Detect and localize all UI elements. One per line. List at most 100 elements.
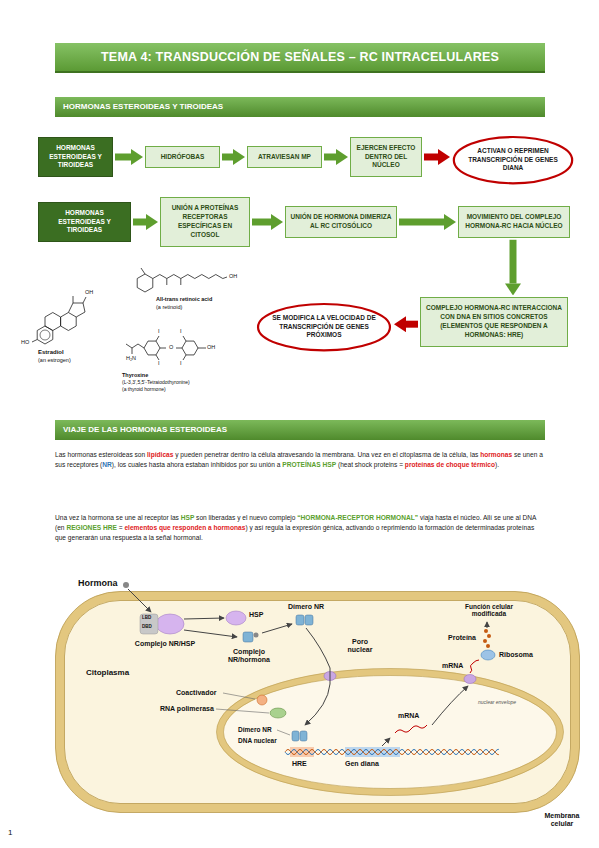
paragraph-text: Una vez la hormona se une al receptor la… xyxy=(55,514,181,521)
page-title: TEMA 4: TRANSDUCCIÓN DE SEÑALES – RC INT… xyxy=(101,50,499,64)
mrna-strand xyxy=(395,725,427,733)
flow-arrow xyxy=(115,153,131,160)
box-text: EJERCEN EFECTO DENTRO DEL NÚCLEO xyxy=(355,144,417,170)
cell-membrane xyxy=(60,596,575,808)
figure-label: DNA nuclear xyxy=(238,737,277,744)
paragraph-text: lipídicas xyxy=(147,451,173,458)
nr-hsp-complex xyxy=(156,614,184,634)
nr-dimer xyxy=(305,615,313,625)
nucleus xyxy=(220,672,560,792)
topic-box: HORMONAS ESTEROIDEAS Y TIROIDEAS xyxy=(38,202,131,242)
process-box: EJERCEN EFECTO DENTRO DEL NÚCLEO xyxy=(350,137,422,177)
hormone-dot xyxy=(254,633,259,638)
box-text: HORMONAS ESTEROIDEAS Y TIROIDEAS xyxy=(43,144,108,170)
molecule-label: HO xyxy=(21,339,29,345)
bond-line xyxy=(156,336,159,341)
flow-arrow xyxy=(382,738,390,746)
molecule-label: (a thyroid hormone) xyxy=(122,387,166,393)
flow-arrow xyxy=(305,628,330,725)
figure-label: Función celular modificada xyxy=(453,603,525,618)
bond-line xyxy=(137,274,153,292)
flow-arrow xyxy=(128,589,151,612)
figure-label: Complejo NR/hormona xyxy=(216,648,282,664)
box-text: HORMONAS ESTEROIDEAS Y TIROIDEAS xyxy=(43,209,126,235)
figure-label: DBD xyxy=(142,624,152,629)
molecule-label: OH xyxy=(85,289,93,295)
bond-line xyxy=(45,313,61,331)
bond-line xyxy=(132,348,133,354)
figure-label: LBD xyxy=(142,615,151,620)
process-box: UNIÓN DE HORMONA DIMERIZA AL RC CITOSÓLI… xyxy=(285,206,397,238)
figure-label: Complejo NR/HSP xyxy=(132,640,198,648)
nuclear-envelope xyxy=(217,669,564,796)
figure-label: HRE xyxy=(292,760,307,768)
paragraph-text: son liberadas y el nuevo complejo xyxy=(194,514,297,521)
bond-line xyxy=(73,296,74,303)
flow-arrow xyxy=(133,218,146,225)
figure-label: Poro nuclear xyxy=(340,638,380,654)
receptor-domains xyxy=(140,614,158,634)
box-text: MOVIMIENTO DEL COMPLEJO HORMONA-RC HACIA… xyxy=(463,213,565,231)
leader-line xyxy=(223,693,255,699)
paragraph-text: Las hormonas esteroideas son xyxy=(55,451,147,458)
process-box: COMPLEJO HORMONA-RC INTERACCIONA CON DNA… xyxy=(420,297,568,346)
gene-segment xyxy=(345,747,400,757)
flow-arrow xyxy=(184,618,224,619)
bond-line xyxy=(68,303,85,317)
bond-line xyxy=(144,341,160,355)
molecule-label: I xyxy=(158,328,160,334)
box-text: UNIÓN DE HORMONA DIMERIZA AL RC CITOSÓLI… xyxy=(290,213,392,231)
molecule-label: I xyxy=(158,360,160,366)
paragraph-text: REGIONES HRE xyxy=(66,524,117,531)
cell-membrane-edge xyxy=(56,592,580,813)
molecule-label: Estradiol xyxy=(38,349,64,356)
bond-line xyxy=(160,348,166,349)
molecule-label: I xyxy=(180,360,182,366)
flow-arrow xyxy=(487,622,488,628)
figure-label: Citoplasma xyxy=(86,668,129,677)
paragraph-text: HSP xyxy=(181,514,195,521)
nr-dimer xyxy=(296,615,304,625)
bond-line xyxy=(153,275,227,279)
figure-label: Gen diana xyxy=(345,760,379,768)
figure-label: Proteína xyxy=(448,634,476,642)
mrna-strand xyxy=(470,660,479,673)
paragraph-text: y pueden penetrar dentro la célula atrav… xyxy=(173,451,480,458)
bond-line xyxy=(183,336,186,341)
box-text: UNIÓN A PROTEÍNAS RECEPTORAS ESPECÍFICAS… xyxy=(165,204,245,239)
flow-arrow xyxy=(424,153,438,160)
figure-label: mRNA xyxy=(442,662,463,670)
flow-arrow xyxy=(184,630,237,637)
bond-line xyxy=(126,344,144,348)
molecule-label: (an estrogen) xyxy=(38,357,71,363)
flow-arrow xyxy=(406,321,418,328)
bond-line xyxy=(166,279,167,286)
figure-label: mRNA xyxy=(398,712,419,720)
process-box: UNIÓN A PROTEÍNAS RECEPTORAS ESPECÍFICAS… xyxy=(160,197,250,246)
flow-arrow xyxy=(262,624,292,633)
title-band: TEMA 4: TRANSDUCCIÓN DE SEÑALES – RC INT… xyxy=(55,43,545,73)
paragraph-text: NR xyxy=(102,461,112,468)
paragraph-text: = xyxy=(117,524,125,531)
figure-label: nuclear envelope xyxy=(478,700,516,706)
figure-label: Ribosoma xyxy=(499,651,533,659)
result-ellipse: ACTIVAN O REPRIMEN TRANSCRIPCIÓN DE GENE… xyxy=(452,135,574,185)
figure-label: Dímero NR xyxy=(238,726,272,733)
nuclear-pore xyxy=(464,675,476,684)
box-text: ACTIVAN O REPRIMEN TRANSCRIPCIÓN DE GENE… xyxy=(468,147,558,173)
bond-line xyxy=(176,348,182,349)
figure-label: Membrana celular xyxy=(538,812,586,828)
bond-line xyxy=(156,355,159,360)
ribosome xyxy=(481,650,495,660)
molecule-label: I xyxy=(180,328,182,334)
molecule-label: OH xyxy=(207,344,215,350)
figure-label: Hormona xyxy=(78,578,118,588)
protein-bead xyxy=(483,639,487,643)
box-text: VIAJE DE LAS HORMONAS ESTEROIDEAS xyxy=(63,425,227,436)
section-header: VIAJE DE LAS HORMONAS ESTEROIDEAS xyxy=(55,420,545,441)
bond-line xyxy=(198,348,206,349)
section-header: HORMONAS ESTEROIDEAS Y TIROIDEAS xyxy=(55,97,545,118)
paragraph: Las hormonas esteroideas son lipídicas y… xyxy=(55,450,545,470)
result-ellipse: SE MODIFICA LA VELOCIDAD DE TRANSCRIPCIÓ… xyxy=(256,302,392,352)
paragraph: Una vez la hormona se une al receptor la… xyxy=(55,513,545,544)
